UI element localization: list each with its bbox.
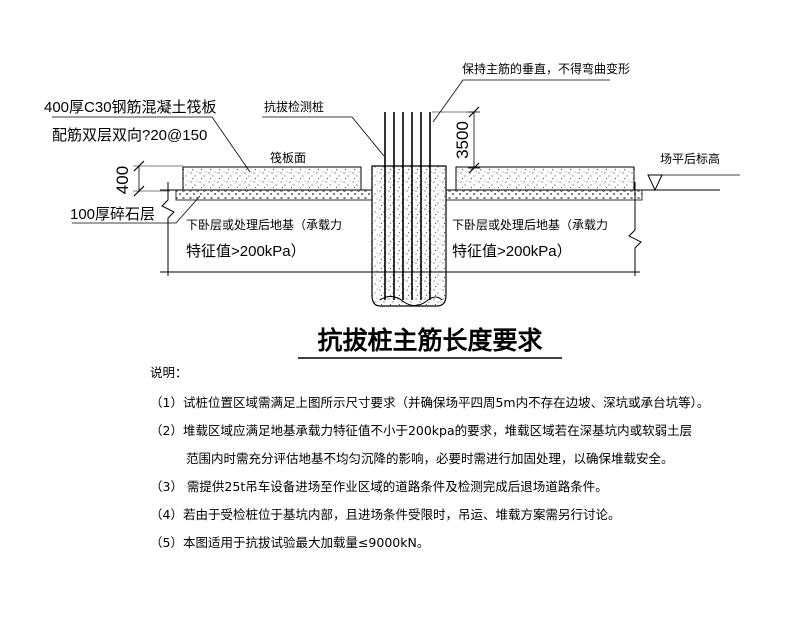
raft-slab-right xyxy=(455,166,635,191)
pile-break-bottom xyxy=(379,296,443,306)
note-item-3: （3） 需提供25t吊车设备进场至作业区域的道路条件及检测完成后退场道路条件。 xyxy=(150,479,608,494)
test-pile-label: 抗拔检测桩 xyxy=(264,99,324,114)
note-item-5: （5）本图适用于抗拔试验最大加载量≤9000kN。 xyxy=(150,535,430,550)
note-item-4: （4）若由于受检桩位于基坑内部，且进场条件受限时，吊运、堆载方案需另行讨论。 xyxy=(150,507,621,522)
break-mark-left xyxy=(161,182,175,276)
leader-keep-vertical xyxy=(432,79,610,123)
dim-3500-text: 3500 xyxy=(453,121,472,159)
gravel-layer-left xyxy=(175,189,373,201)
break-mark-right xyxy=(628,182,642,276)
raft-slab-left xyxy=(182,166,362,191)
leader-raft-spec xyxy=(52,116,251,173)
raft-rebar-label: 配筋双层双向?20@150 xyxy=(52,127,207,144)
subgrade-left-line2: 特征值>200kPa） xyxy=(186,243,306,260)
subgrade-right-line1: 下卧层或处理后地基（承载力 xyxy=(452,218,608,232)
raft-spec-label: 400厚C30钢筋混凝土筏板 xyxy=(44,98,217,116)
leader-test-pile xyxy=(262,116,385,157)
raft-top-label: 筏板面 xyxy=(270,151,306,165)
dim-400-text: 400 xyxy=(113,166,132,194)
gravel-layer-right xyxy=(445,189,643,201)
site-level-label: 场平后标高 xyxy=(660,151,720,166)
keep-vertical-label: 保持主筋的垂直，不得弯曲变形 xyxy=(462,61,630,76)
note-item-1: （1）试桩位置区域需满足上图所示尺寸要求（并确保场平四周5m内不存在边坡、深坑或… xyxy=(150,395,710,410)
note-item-2-cont: 范围内时需充分评估地基不均匀沉降的影响，必要时需进行加固处理，以确保堆载安全。 xyxy=(186,451,674,466)
notes-heading: 说明： xyxy=(150,365,188,380)
gravel-label: 100厚碎石层 xyxy=(70,206,155,223)
leader-gravel xyxy=(72,195,201,224)
pile-shaft xyxy=(371,165,447,307)
drawing-title: 抗拔桩主筋长度要求 xyxy=(317,326,542,355)
pile-rebars xyxy=(384,112,431,300)
subgrade-left-line1: 下卧层或处理后地基（承载力 xyxy=(186,218,342,232)
site-level-symbol xyxy=(647,174,663,192)
subgrade-right-line2: 特征值>200kPa） xyxy=(452,243,572,260)
note-item-2: （2）堆载区域应满足地基承载力特征值不小于200kpa的要求，堆载区域若在深基坑… xyxy=(150,423,693,438)
